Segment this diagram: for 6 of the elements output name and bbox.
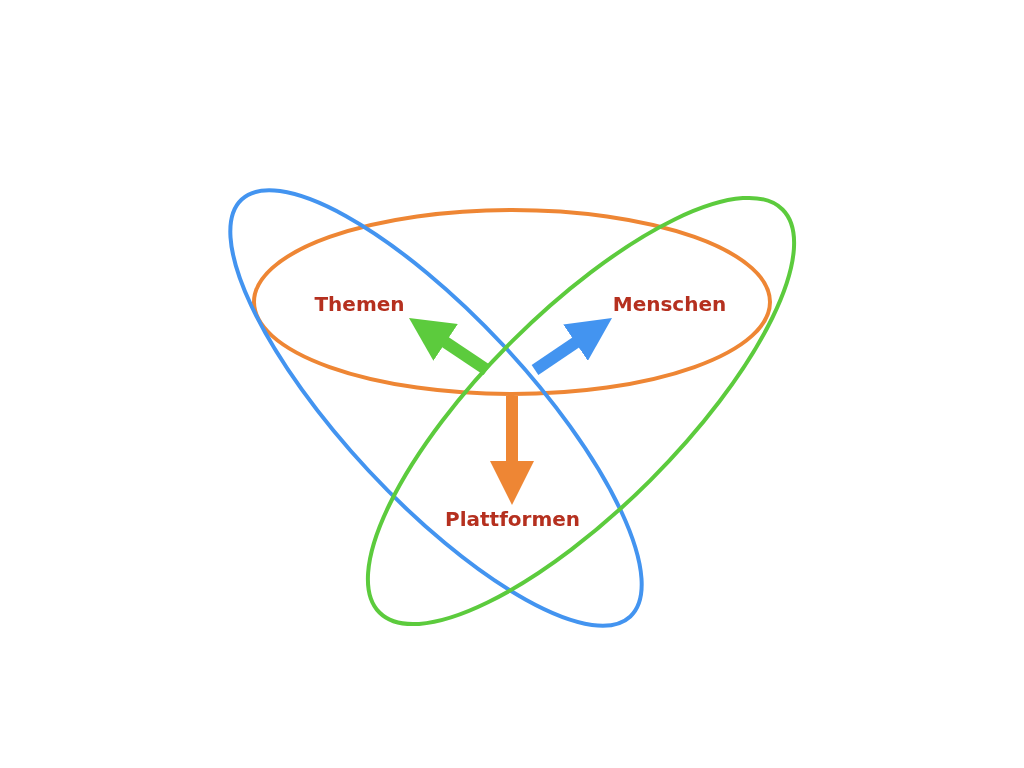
arrow xyxy=(490,396,534,505)
arrow xyxy=(409,318,491,375)
circle-label: Menschen xyxy=(612,290,727,318)
circle-label: Themen xyxy=(312,290,407,318)
circle-label: Plattformen xyxy=(445,505,580,533)
arrow xyxy=(531,318,612,375)
